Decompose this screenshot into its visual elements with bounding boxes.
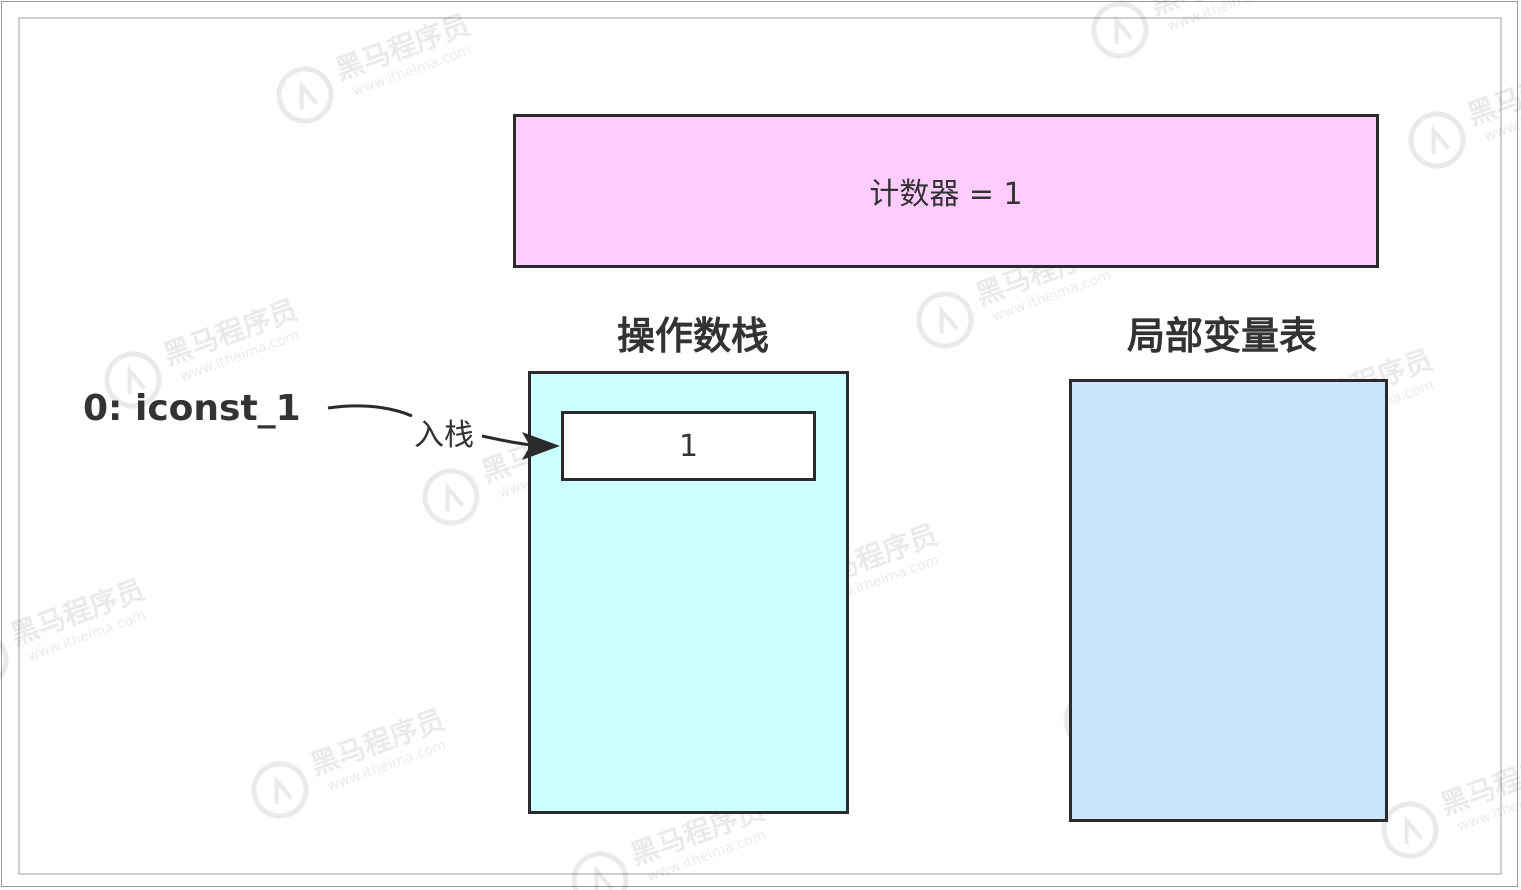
- operand-stack-slot: 1: [561, 411, 816, 481]
- program-counter-label: 计数器 = 1: [869, 177, 1023, 212]
- operand-stack-title: 操作数栈: [617, 314, 770, 358]
- arrow-head-icon: [522, 432, 560, 460]
- local-variable-table-title: 局部变量表: [1127, 314, 1318, 358]
- push-arrow-label: 入栈: [414, 418, 474, 453]
- diagram-canvas: [18, 17, 1502, 875]
- instruction-label: 0: iconst_1: [83, 388, 301, 429]
- program-counter-box: 计数器 = 1: [513, 114, 1379, 268]
- local-variable-table-box: [1069, 379, 1388, 822]
- operand-stack-slot-value: 1: [678, 428, 699, 464]
